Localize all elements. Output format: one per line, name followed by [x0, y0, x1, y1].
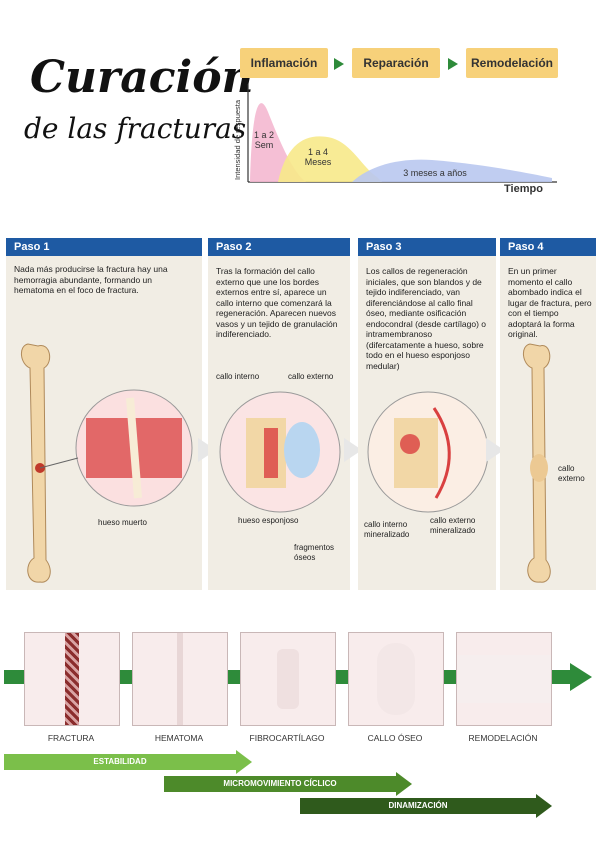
timeline-arrow-icon [570, 663, 592, 691]
arrow-right-icon [536, 794, 552, 818]
step-text-2: Tras la formación del callo externo que … [216, 266, 338, 339]
step-text-3: Los callos de regeneración iniciales, qu… [366, 266, 487, 371]
step-panel-3: Paso 3 Los callos de regeneración inicia… [358, 238, 496, 590]
label-hueso-esponjoso: hueso esponjoso [238, 516, 299, 525]
callus-cross-section-illustration [219, 391, 341, 513]
step-panel-1: Paso 1 Nada más producirse la fractura h… [6, 238, 202, 590]
duration-remodelacion: 3 meses a años [403, 168, 467, 178]
label-callo-interno-mineralizado: callo interno mineralizado [364, 520, 410, 539]
stage-label-remodelacion: REMODELACIÓN [468, 733, 538, 743]
phase-box-reparacion: Reparación [352, 48, 440, 78]
label-callo-externo-final: callo externo [558, 464, 585, 483]
arrow-right-icon [396, 772, 412, 796]
step-arrow-icon [344, 438, 362, 462]
phase-box-inflamacion: Inflamación [240, 48, 328, 78]
stage-image-remodelacion [456, 632, 552, 726]
inflamacion-curve [250, 103, 306, 182]
stage-image-hematoma [132, 632, 228, 726]
bar-dinamizacion: DINAMIZACIÓN [300, 798, 536, 814]
reparacion-curve [278, 136, 382, 182]
label-callo-interno: callo interno [216, 372, 260, 381]
step-arrow-icon [486, 438, 504, 462]
bar-micromovimiento: MICROMOVIMIENTO CÍCLICO [164, 776, 396, 792]
stage-label-fractura: FRACTURA [47, 733, 95, 743]
label-hueso-muerto: hueso muerto [98, 518, 147, 527]
x-axis-label: Tiempo [504, 183, 543, 195]
step-panel-2: Paso 2 Tras la formación del callo exter… [208, 238, 350, 590]
stage-label-fibrocartilago: FIBROCARTÍLAGO [249, 733, 325, 743]
stage-image-fractura [24, 632, 120, 726]
stage-image-fibrocartilago [240, 632, 336, 726]
step-head-4: Paso 4 [500, 238, 596, 256]
step-head-3: Paso 3 [358, 238, 496, 256]
remodelacion-curve [352, 159, 552, 182]
duration-inflamacion: 1 a 2 Sem [253, 130, 275, 150]
arrow-right-icon [448, 58, 458, 70]
step-head-2: Paso 2 [208, 238, 350, 256]
stage-label-hematoma: HEMATOMA [154, 733, 204, 743]
arrow-right-icon [334, 58, 344, 70]
phase-intensity-chart: Intensidad de respuesta [233, 84, 557, 183]
page-title: Curación [30, 52, 254, 103]
phase-box-remodelacion: Remodelación [466, 48, 558, 78]
mineralized-callus-illustration [367, 391, 489, 513]
label-callo-externo: callo externo [288, 372, 334, 381]
step-text-4: En un primer momento el callo abombado i… [508, 266, 592, 339]
step-text-1: Nada más producirse la fractura hay una … [14, 264, 168, 295]
arrow-right-icon [236, 750, 252, 774]
healed-bone-illustration [523, 343, 551, 583]
stage-image-callo-oseo [348, 632, 444, 726]
label-fragmentos-oseos: fragmentos óseos [294, 543, 335, 562]
stage-label-callo-oseo: CALLO ÓSEO [367, 733, 423, 743]
bar-estabilidad: ESTABILIDAD [4, 754, 236, 770]
y-axis-label: Intensidad de respuesta [233, 99, 242, 180]
step-panel-4: Paso 4 En un primer momento el callo abo… [500, 238, 596, 590]
page-subtitle: de las fracturas [24, 112, 247, 145]
step-head-1: Paso 1 [6, 238, 202, 256]
duration-reparacion: 1 a 4 Meses [304, 147, 332, 167]
bone-fracture-illustration [21, 343, 193, 583]
label-callo-externo-mineralizado: callo externo mineralizado [430, 516, 476, 535]
